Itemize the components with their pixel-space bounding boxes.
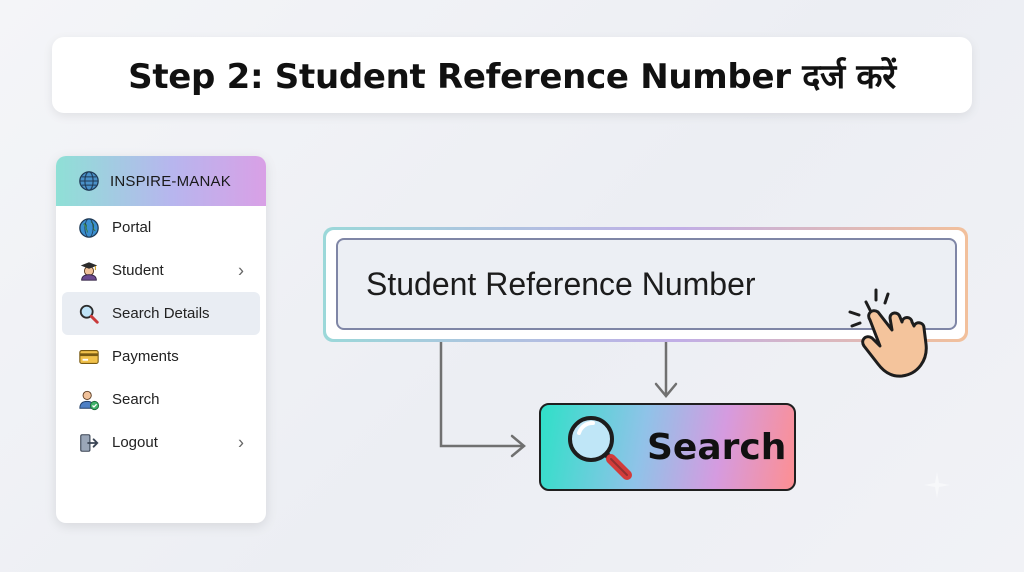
sidebar-item-search-details[interactable]: Search Details: [62, 292, 260, 335]
arrow-left-head: [510, 434, 526, 458]
graduate-icon: [80, 261, 98, 281]
sidebar-item-student[interactable]: Student ›: [62, 249, 260, 292]
sidebar-item-portal[interactable]: Portal: [62, 206, 260, 249]
page-title: Step 2: Student Reference Number दर्ज कर…: [128, 57, 896, 97]
pointing-hand-icon: [848, 288, 928, 378]
search-button[interactable]: Search: [539, 403, 796, 491]
user-check-icon: [79, 390, 100, 410]
logout-icon: [80, 433, 99, 452]
chevron-right-icon: ›: [238, 432, 244, 452]
sidebar-item-label: Logout: [112, 434, 158, 451]
chevron-right-icon: ›: [238, 260, 244, 280]
card-icon: [79, 349, 99, 364]
sidebar-item-label: Payments: [112, 348, 179, 365]
reference-input-frame: [323, 227, 968, 342]
sidebar-item-label: Search Details: [112, 305, 210, 322]
sidebar-item-label: Portal: [112, 219, 152, 236]
sidebar-menu: Portal Student › Search Details: [56, 206, 266, 464]
sidebar-item-logout[interactable]: Logout ›: [62, 421, 260, 464]
search-button-label: Search: [647, 426, 787, 468]
globe-icon: [79, 171, 99, 191]
sidebar-item-label: Student: [112, 262, 164, 279]
sidebar-item-search[interactable]: Search: [62, 378, 260, 421]
magnifier-icon: [79, 304, 99, 324]
sidebar-item-payments[interactable]: Payments: [62, 335, 260, 378]
globe-icon: [79, 217, 99, 238]
arrow-down-head: [654, 382, 678, 398]
sparkle-icon: [924, 472, 950, 498]
sidebar-item-label: Search: [112, 391, 160, 408]
sidebar-header: INSPIRE-MANAK: [56, 156, 266, 206]
title-banner: Step 2: Student Reference Number दर्ज कर…: [52, 37, 972, 113]
arrow-left-connector: [439, 342, 522, 448]
magnifier-icon: [568, 416, 632, 480]
sidebar: INSPIRE-MANAK Portal Student ›: [56, 156, 266, 523]
sidebar-brand: INSPIRE-MANAK: [110, 172, 231, 190]
